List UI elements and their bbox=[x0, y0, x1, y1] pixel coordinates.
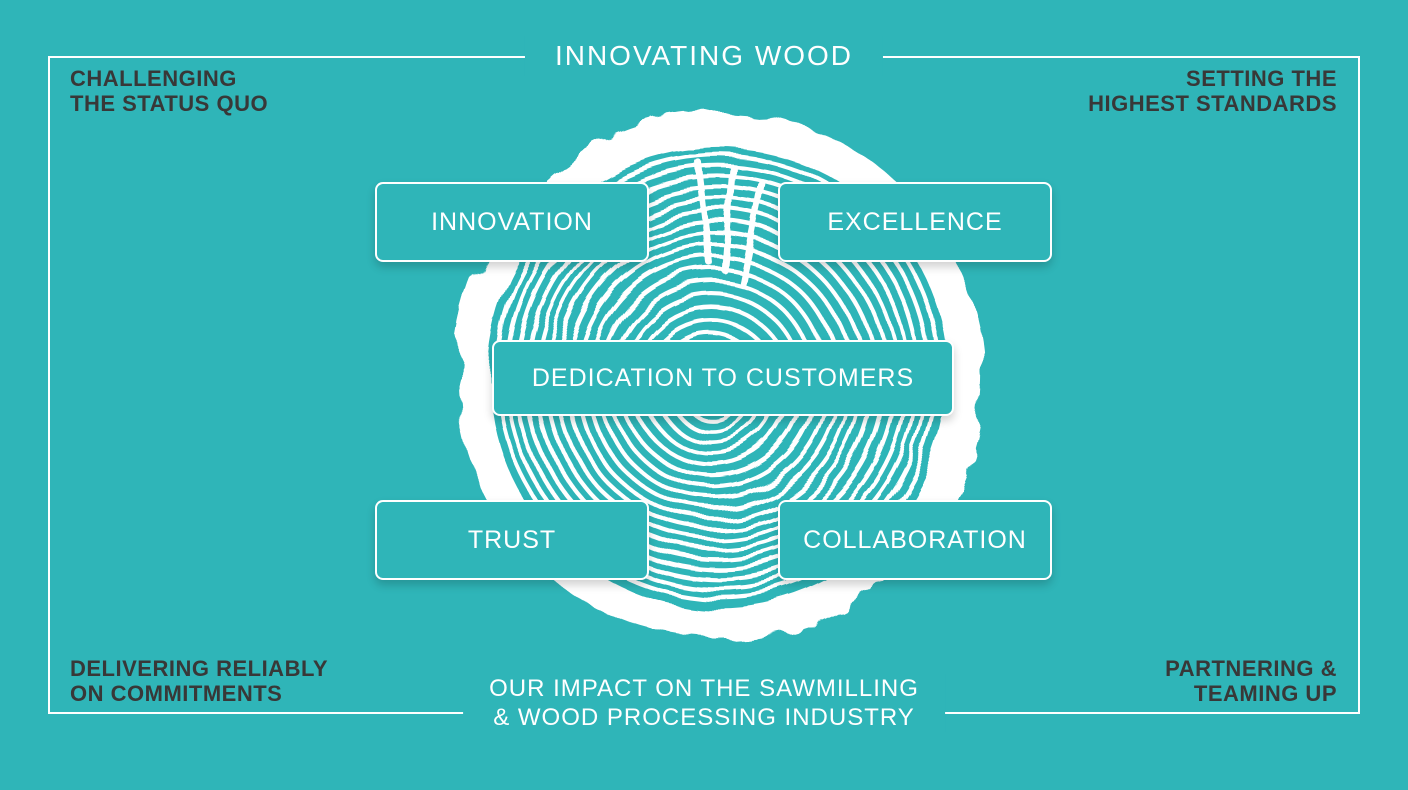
footer-line: OUR IMPACT ON THE SAWMILLING bbox=[489, 675, 919, 702]
corner-line: TEAMING UP bbox=[1193, 681, 1337, 706]
value-box-dedication-to-customers: DEDICATION TO CUSTOMERS bbox=[492, 340, 954, 416]
bark-cracks bbox=[695, 159, 767, 288]
corner-line: DELIVERING RELIABLY bbox=[70, 656, 329, 681]
value-box-collaboration: COLLABORATION bbox=[778, 500, 1052, 580]
corner-line: THE STATUS QUO bbox=[70, 91, 269, 116]
value-box-label: DEDICATION TO CUSTOMERS bbox=[531, 363, 915, 392]
value-box-excellence: EXCELLENCE bbox=[778, 182, 1052, 262]
footer-caption: OUR IMPACT ON THE SAWMILLING & WOOD PROC… bbox=[463, 674, 945, 732]
value-box-label: EXCELLENCE bbox=[827, 207, 1003, 236]
corner-line: HIGHEST STANDARDS bbox=[1088, 91, 1337, 116]
corner-text-bottom-right: PARTNERING & TEAMING UP bbox=[1165, 656, 1337, 706]
value-box-label: COLLABORATION bbox=[803, 525, 1027, 554]
corner-text-top-right: SETTING THE HIGHEST STANDARDS bbox=[1088, 66, 1337, 116]
corner-line: SETTING THE bbox=[1186, 66, 1337, 91]
value-box-label: INNOVATION bbox=[431, 207, 593, 236]
corner-line: ON COMMITMENTS bbox=[70, 681, 283, 706]
corner-line: CHALLENGING bbox=[70, 66, 237, 91]
value-box-innovation: INNOVATION bbox=[375, 182, 649, 262]
corner-line: PARTNERING & bbox=[1165, 656, 1337, 681]
value-box-trust: TRUST bbox=[375, 500, 649, 580]
footer-line: & WOOD PROCESSING INDUSTRY bbox=[493, 704, 915, 731]
page-title: INNOVATING WOOD bbox=[524, 36, 884, 76]
corner-text-bottom-left: DELIVERING RELIABLY ON COMMITMENTS bbox=[70, 656, 328, 706]
corner-text-top-left: CHALLENGING THE STATUS QUO bbox=[70, 66, 268, 116]
value-box-label: TRUST bbox=[467, 525, 557, 554]
